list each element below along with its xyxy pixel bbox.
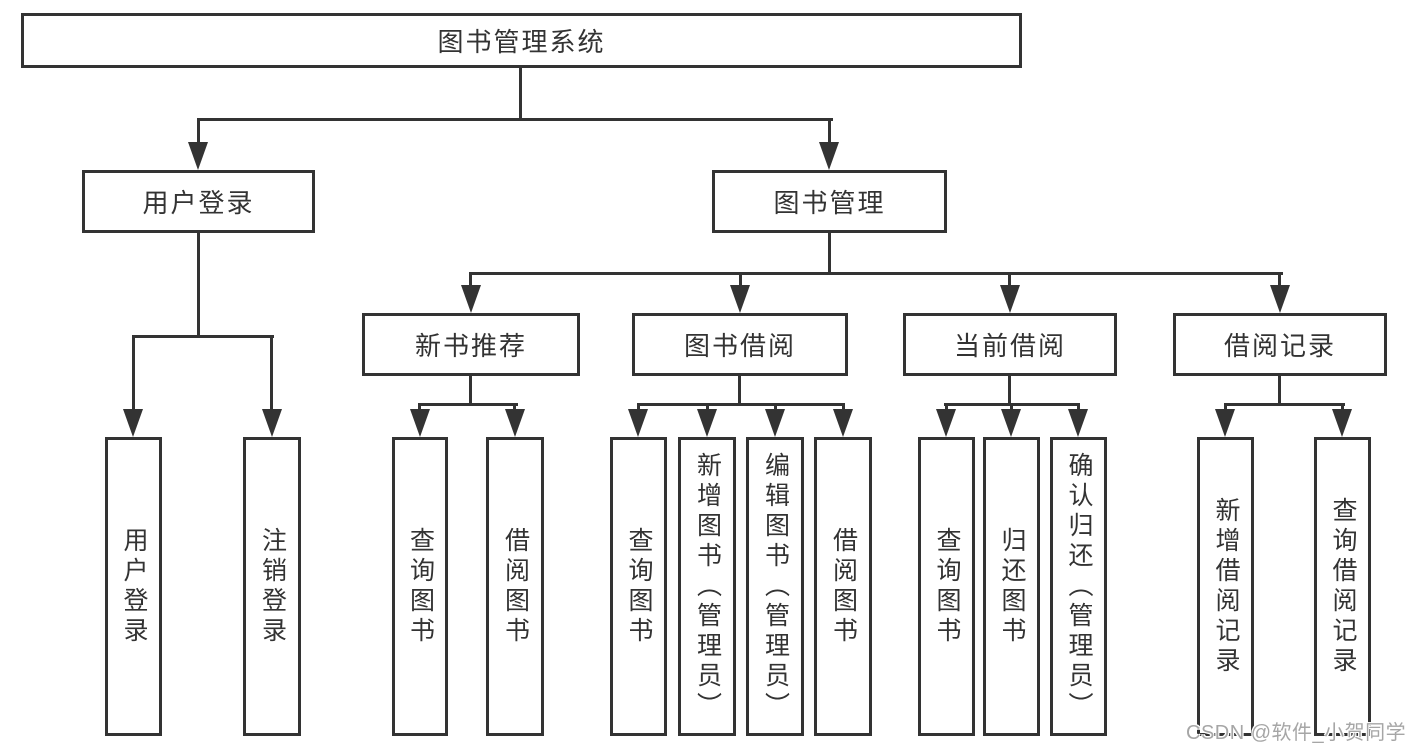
connector-recommend-branch bbox=[418, 403, 518, 406]
connector-recommend-drop bbox=[469, 376, 472, 405]
connector-borrow-branch bbox=[637, 403, 845, 406]
leaf-user-login: 用户登录 bbox=[105, 437, 162, 736]
connector-stem bbox=[842, 403, 845, 413]
node-user-login: 用户登录 bbox=[82, 170, 315, 233]
leaf-borrow-query-book-label: 查询图书 bbox=[625, 526, 653, 647]
arrow-down-icon bbox=[833, 409, 853, 437]
arrow-down-icon bbox=[819, 142, 839, 170]
leaf-current-query-book: 查询图书 bbox=[918, 437, 975, 736]
arrow-down-icon bbox=[505, 409, 525, 437]
leaf-current-query-book-label: 查询图书 bbox=[933, 526, 961, 647]
connector-level3-branch bbox=[469, 272, 1283, 275]
connector-stem bbox=[513, 403, 516, 413]
leaf-borrow-edit-book-label: 编辑图书（管理员） bbox=[761, 451, 790, 722]
node-borrow-record: 借阅记录 bbox=[1173, 313, 1387, 376]
connector-stem bbox=[1278, 272, 1281, 288]
connector-stem bbox=[132, 335, 135, 411]
connector-stem bbox=[1077, 403, 1080, 413]
leaf-record-add-label: 新增借阅记录 bbox=[1212, 496, 1240, 677]
arrow-down-icon bbox=[1001, 409, 1021, 437]
leaf-borrow-edit-book: 编辑图书（管理员） bbox=[746, 437, 804, 736]
leaf-record-query: 查询借阅记录 bbox=[1314, 437, 1371, 736]
connector-mgmt-drop bbox=[828, 233, 831, 275]
connector-stem bbox=[774, 403, 777, 413]
leaf-recommend-query-book: 查询图书 bbox=[392, 437, 448, 736]
node-root: 图书管理系统 bbox=[21, 13, 1022, 68]
arrow-down-icon bbox=[1068, 409, 1088, 437]
connector-stem bbox=[739, 272, 742, 288]
node-book-management-label: 图书管理 bbox=[773, 188, 886, 218]
arrow-down-icon bbox=[765, 409, 785, 437]
leaf-logout: 注销登录 bbox=[243, 437, 301, 736]
arrow-down-icon bbox=[123, 409, 143, 437]
connector-stem bbox=[270, 335, 273, 411]
arrow-down-icon bbox=[1215, 409, 1235, 437]
arrow-down-icon bbox=[730, 285, 750, 313]
leaf-borrow-add-book: 新增图书（管理员） bbox=[678, 437, 736, 736]
leaf-borrow-query-book: 查询图书 bbox=[610, 437, 667, 736]
node-book-borrow-label: 图书借阅 bbox=[683, 331, 796, 361]
leaf-recommend-borrow-book: 借阅图书 bbox=[486, 437, 544, 736]
connector-stem bbox=[418, 403, 421, 413]
csdn-watermark: CSDN @软件_小贺同学 bbox=[1186, 722, 1405, 744]
leaf-record-add: 新增借阅记录 bbox=[1197, 437, 1254, 736]
arrow-down-icon bbox=[188, 142, 208, 170]
connector-stem bbox=[1224, 403, 1227, 413]
node-user-login-label: 用户登录 bbox=[142, 188, 255, 218]
connector-mgmt-stem bbox=[828, 118, 831, 144]
connector-stem bbox=[706, 403, 709, 413]
connector-current-drop bbox=[1008, 376, 1011, 405]
arrow-down-icon bbox=[461, 285, 481, 313]
connector-record-branch bbox=[1224, 403, 1345, 406]
connector-stem bbox=[945, 403, 948, 413]
leaf-current-return-book-label: 归还图书 bbox=[998, 526, 1026, 647]
arrow-down-icon bbox=[1270, 285, 1290, 313]
connector-stem bbox=[469, 272, 472, 288]
leaf-borrow-add-book-label: 新增图书（管理员） bbox=[693, 451, 722, 722]
connector-stem bbox=[637, 403, 640, 413]
leaf-recommend-borrow-book-label: 借阅图书 bbox=[501, 526, 530, 647]
node-book-borrow: 图书借阅 bbox=[632, 313, 848, 376]
connector-borrow-drop bbox=[738, 376, 741, 405]
arrow-down-icon bbox=[410, 409, 430, 437]
connector-stem bbox=[1341, 403, 1344, 413]
node-borrow-record-label: 借阅记录 bbox=[1223, 331, 1336, 361]
node-current-borrow-label: 当前借阅 bbox=[953, 331, 1066, 361]
arrow-down-icon bbox=[1000, 285, 1020, 313]
connector-record-drop bbox=[1278, 376, 1281, 405]
leaf-current-confirm-return-label: 确认归还（管理员） bbox=[1065, 451, 1093, 722]
connector-stem bbox=[1008, 272, 1011, 288]
connector-login-drop bbox=[197, 233, 200, 338]
leaf-borrow-borrow-book: 借阅图书 bbox=[814, 437, 872, 736]
leaf-current-confirm-return: 确认归还（管理员） bbox=[1050, 437, 1107, 736]
arrow-down-icon bbox=[262, 409, 282, 437]
node-current-borrow: 当前借阅 bbox=[903, 313, 1117, 376]
leaf-recommend-query-book-label: 查询图书 bbox=[406, 526, 435, 647]
leaf-logout-label: 注销登录 bbox=[258, 526, 287, 647]
connector-stem bbox=[1010, 403, 1013, 413]
node-new-book-recommend: 新书推荐 bbox=[362, 313, 580, 376]
connector-level2-branch bbox=[197, 118, 833, 121]
connector-login-stem bbox=[197, 118, 200, 144]
leaf-current-return-book: 归还图书 bbox=[983, 437, 1040, 736]
arrow-down-icon bbox=[628, 409, 648, 437]
leaf-record-query-label: 查询借阅记录 bbox=[1329, 496, 1357, 677]
leaf-borrow-borrow-book-label: 借阅图书 bbox=[829, 526, 858, 647]
node-book-management: 图书管理 bbox=[712, 170, 947, 233]
connector-login-branch bbox=[132, 335, 274, 338]
arrow-down-icon bbox=[697, 409, 717, 437]
leaf-user-login-label: 用户登录 bbox=[120, 526, 148, 647]
arrow-down-icon bbox=[936, 409, 956, 437]
connector-root-drop bbox=[519, 68, 522, 121]
arrow-down-icon bbox=[1332, 409, 1352, 437]
node-new-book-recommend-label: 新书推荐 bbox=[414, 331, 527, 361]
node-root-label: 图书管理系统 bbox=[437, 27, 606, 57]
